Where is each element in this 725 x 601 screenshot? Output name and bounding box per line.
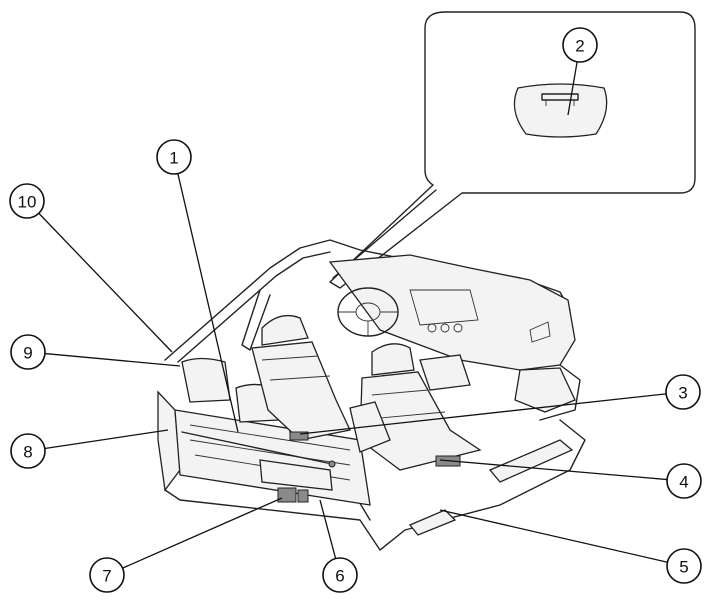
callouts: 1 2 3 4 5 6 7 8 9 10 bbox=[9, 27, 702, 593]
callout-label-5: 5 bbox=[679, 558, 688, 577]
leader-line-1 bbox=[177, 173, 239, 433]
front-seat-driver bbox=[251, 314, 351, 441]
callout-label-10: 10 bbox=[18, 193, 37, 212]
callout-2: 2 bbox=[562, 27, 598, 63]
leader-line-9 bbox=[44, 352, 181, 367]
callout-circle-3 bbox=[665, 374, 701, 410]
callout-label-4: 4 bbox=[679, 473, 688, 492]
leader-line-3 bbox=[299, 393, 667, 435]
callout-label-3: 3 bbox=[678, 384, 687, 403]
callout-label-8: 8 bbox=[23, 443, 32, 462]
callout-5: 5 bbox=[666, 548, 702, 584]
callout-8: 8 bbox=[10, 433, 46, 469]
callout-9: 9 bbox=[10, 334, 46, 370]
inset-detail-box bbox=[329, 11, 696, 289]
callout-1: 1 bbox=[156, 139, 192, 175]
callout-label-9: 9 bbox=[23, 344, 32, 363]
callout-4: 4 bbox=[666, 463, 702, 499]
callout-circle-2 bbox=[562, 27, 598, 63]
callout-circle-6 bbox=[322, 557, 358, 593]
interior-light-lens bbox=[513, 83, 608, 138]
callout-circle-9 bbox=[10, 334, 46, 370]
leader-line-2 bbox=[567, 61, 578, 116]
callout-label-2: 2 bbox=[575, 37, 584, 56]
callout-label-6: 6 bbox=[335, 567, 344, 586]
leader-line-10 bbox=[38, 212, 173, 353]
callout-circle-4 bbox=[666, 463, 702, 499]
leader-lines bbox=[38, 61, 668, 569]
console bbox=[259, 354, 471, 491]
callout-circle-8 bbox=[10, 433, 46, 469]
leader-line-8 bbox=[44, 429, 169, 450]
callout-circle-7 bbox=[89, 557, 125, 593]
leader-line-6 bbox=[319, 499, 337, 559]
callout-circle-10 bbox=[9, 183, 45, 219]
callout-3: 3 bbox=[665, 374, 701, 410]
leader-line-7 bbox=[122, 497, 283, 569]
callout-label-1: 1 bbox=[169, 149, 178, 168]
callout-6: 6 bbox=[322, 557, 358, 593]
callout-7: 7 bbox=[89, 557, 125, 593]
callout-10: 10 bbox=[9, 183, 45, 219]
callout-circle-1 bbox=[156, 139, 192, 175]
callout-label-7: 7 bbox=[102, 567, 111, 586]
leader-line-4 bbox=[439, 459, 668, 481]
leader-line-5 bbox=[439, 509, 668, 563]
callout-circle-5 bbox=[666, 548, 702, 584]
